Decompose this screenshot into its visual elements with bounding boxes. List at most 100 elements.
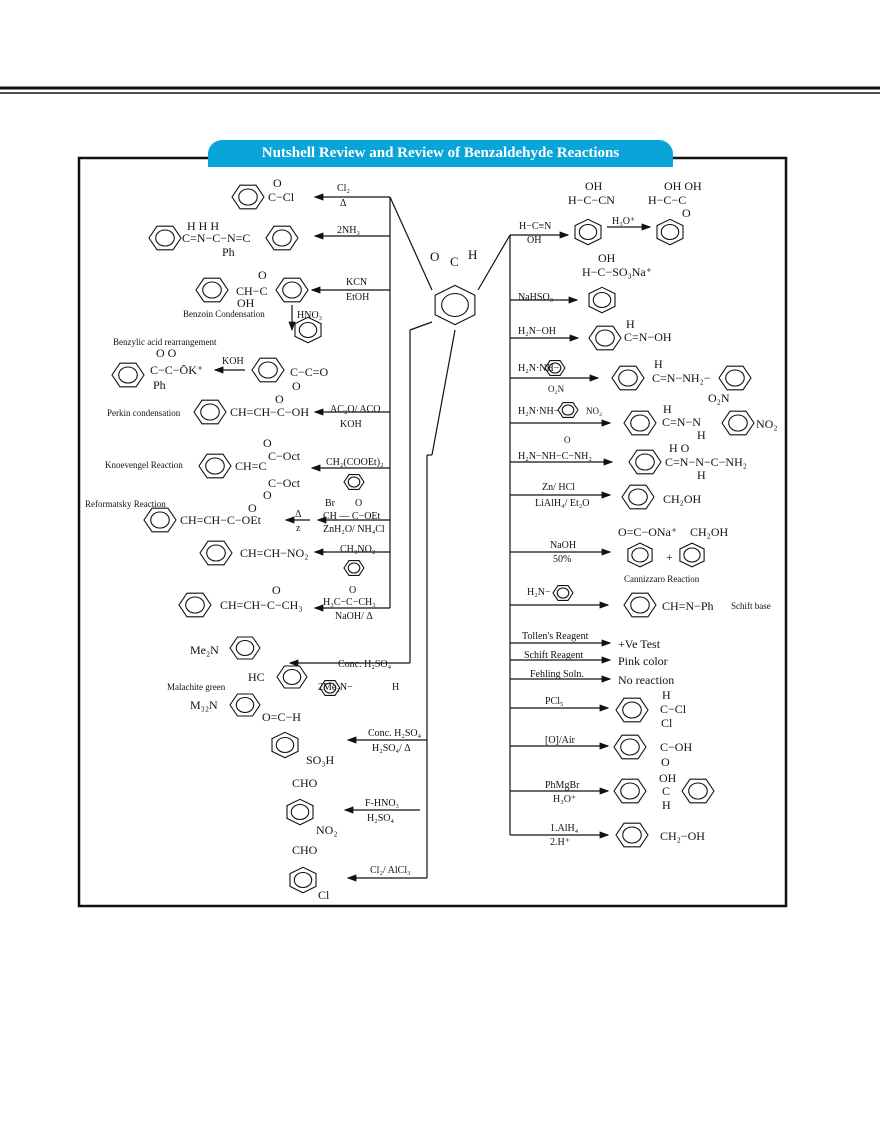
product: C−C−ŌK⁺	[150, 363, 204, 377]
reaction-label: Benzylic acid rearrangement	[113, 337, 217, 347]
reagent: CH₂(COOEt)₂	[326, 457, 384, 468]
aromatic-circle	[595, 329, 615, 347]
reagent: O	[355, 498, 363, 509]
benzene-ring-icon	[229, 693, 261, 717]
reagent: Fehling Soln.	[530, 669, 584, 680]
reagent: Br	[325, 498, 335, 509]
aromatic-circle	[118, 366, 138, 384]
benzene-ring-icon	[588, 286, 616, 314]
reaction-label: Knoevengel Reaction	[105, 460, 183, 470]
aromatic-circle	[235, 696, 255, 714]
reagent: PCl₅	[545, 696, 564, 707]
reagent: 2NH₃	[337, 225, 360, 236]
benzene-ring-icon	[343, 560, 365, 576]
product: H	[662, 688, 671, 702]
product: SO₃H	[306, 753, 335, 767]
product: CH₂OH	[663, 492, 702, 506]
reagent: Conc. H₂SO₄	[368, 728, 422, 739]
reagent: EtOH	[346, 292, 370, 303]
reaction-label: Perkin condensation	[107, 408, 181, 418]
aromatic-circle	[631, 547, 649, 563]
benzene-ring-icon	[198, 453, 232, 479]
reagent: OH	[527, 235, 542, 246]
product: C=N−OH	[624, 330, 672, 344]
aromatic-circle	[622, 826, 642, 844]
reagent: H−C≡N	[519, 221, 552, 232]
connector-line	[389, 196, 433, 291]
product: Cl	[661, 716, 673, 730]
reagent: 2.H⁺	[550, 837, 570, 848]
product: CH₂−OH	[660, 829, 705, 843]
product: CH−C	[236, 284, 268, 298]
product: O₂N	[708, 391, 730, 405]
product: O	[292, 379, 301, 393]
product: H	[663, 402, 672, 416]
product: H	[697, 468, 706, 482]
product: O	[248, 501, 257, 515]
benzene-ring-icon	[623, 592, 657, 618]
product: H H H	[187, 219, 219, 233]
product: H O	[669, 441, 690, 455]
benzene-ring-icon	[718, 365, 752, 391]
aromatic-circle	[200, 403, 220, 421]
reagent: F-HNO₃	[365, 798, 400, 809]
aromatic-circle	[556, 587, 570, 599]
benzene-ring-icon	[276, 665, 308, 689]
product: O	[273, 176, 282, 190]
reagent: Δ	[295, 509, 302, 520]
top-rule	[0, 86, 880, 94]
aromatic-circle	[635, 453, 655, 471]
diagram-frame	[77, 156, 788, 908]
product: +	[666, 550, 673, 564]
reagent: NaOH	[550, 540, 577, 551]
reagent: AC₂O/ ACO	[330, 404, 381, 415]
benzene-ring-icon	[621, 484, 655, 510]
aromatic-circle	[258, 361, 278, 379]
product: C	[662, 784, 671, 798]
benzene-ring-icon	[265, 225, 299, 251]
benzene-ring-icon	[343, 474, 365, 490]
aromatic-circle	[620, 738, 640, 756]
product: Pink color	[618, 654, 668, 668]
aromatic-circle	[728, 414, 748, 432]
aromatic-circle	[683, 547, 701, 563]
reaction-label: Malachite green	[167, 682, 226, 692]
benzene-ring-icon	[611, 365, 645, 391]
reagent: H₂SO₄/ Δ	[372, 743, 411, 754]
reagent: Conc. H₂SO₄	[338, 659, 392, 670]
reagent: H₂N−OH	[518, 326, 557, 337]
product: C−Cl	[660, 702, 687, 716]
carbonyl-oxygen: O	[430, 249, 440, 264]
product: No reaction	[618, 673, 675, 687]
aromatic-circle	[688, 782, 708, 800]
reagent: [O]/Air	[545, 735, 575, 746]
page-title: Nutshell Review and Review of Benzaldehy…	[208, 140, 673, 167]
reagent: KCN	[346, 277, 368, 288]
product: +Ve Test	[618, 637, 661, 651]
product: M₃₂N	[190, 698, 218, 712]
benzene-ring-icon	[199, 540, 233, 566]
product: C=N−NH₂−	[652, 371, 711, 385]
benzene-ring-icon	[721, 410, 755, 436]
product: O=C−ONa⁺	[618, 525, 678, 539]
benzene-ring-icon	[319, 680, 341, 696]
product: C−OH	[660, 740, 693, 754]
benzene-ring-icon	[588, 325, 622, 351]
aromatic-circle	[548, 362, 562, 374]
benzene-ring-icon	[148, 225, 182, 251]
connector-lines	[213, 193, 652, 882]
benzene-ring-icon	[289, 866, 317, 894]
reagent: 50%	[553, 554, 572, 565]
product: Ph	[153, 378, 166, 392]
aromatic-circle	[618, 369, 638, 387]
product: Cl	[318, 888, 330, 902]
benzene-ring-icon	[613, 734, 647, 760]
product: OH OH	[664, 179, 702, 193]
benzene-ring-icon	[613, 778, 647, 804]
benzene-ring-icon	[679, 542, 705, 568]
aromatic-circle	[630, 414, 650, 432]
aromatic-circle	[578, 223, 598, 241]
product: OH	[598, 251, 616, 265]
aromatic-circle	[620, 782, 640, 800]
